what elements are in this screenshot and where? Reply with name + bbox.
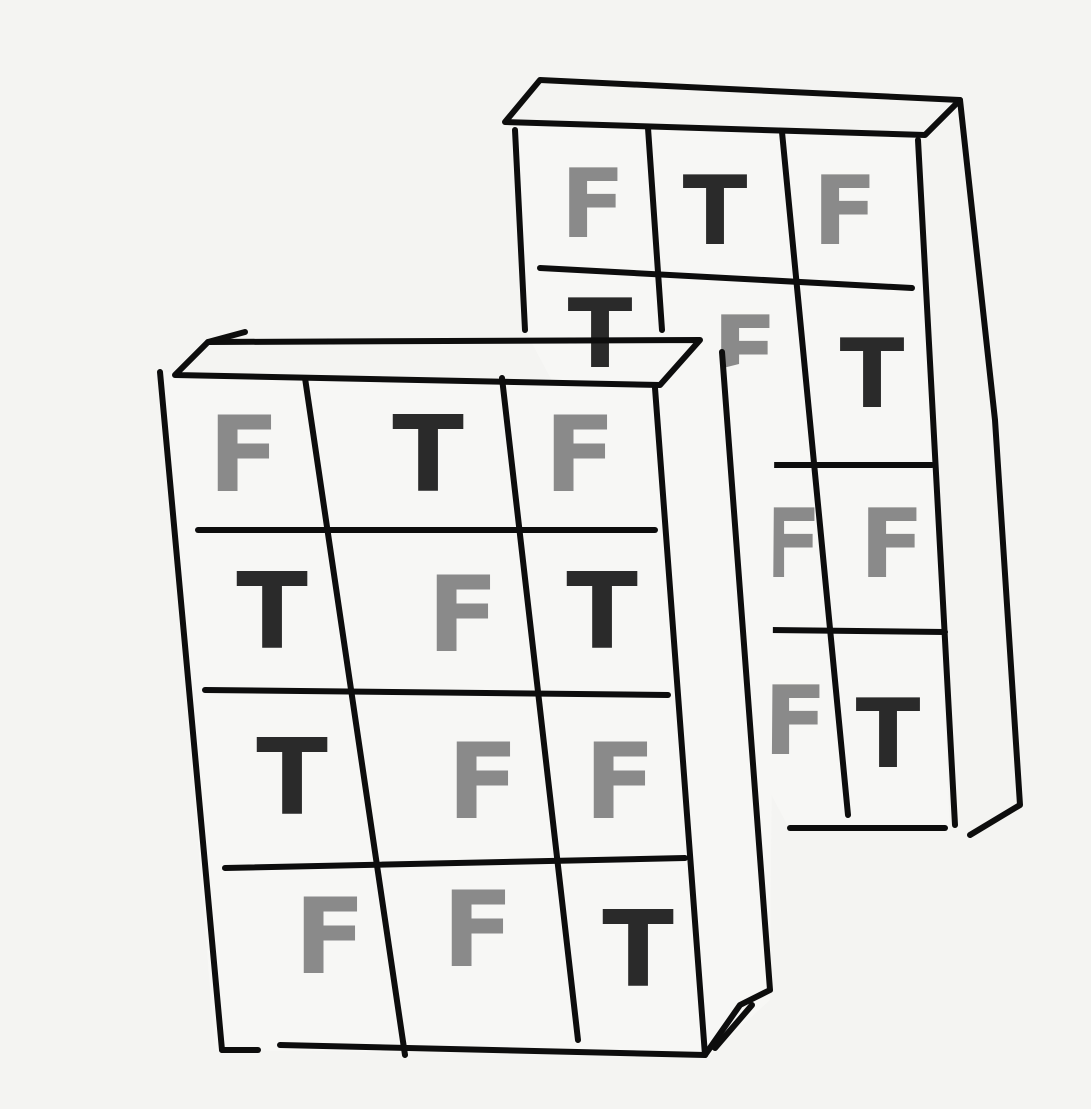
front-cell-r3-c3: F <box>584 721 656 843</box>
front-grid-bottom-edge <box>277 1042 708 1058</box>
front-cell-r4-c3: T <box>602 889 674 1011</box>
front-grid-col-line-1 <box>302 375 408 1058</box>
back-cell-r1-c3: F <box>813 157 878 267</box>
back-cell-r4-c2: F <box>763 667 828 777</box>
front-grid-right-edge <box>652 385 708 1058</box>
front-cell-r2-c3: T <box>566 551 638 673</box>
front-box-top-mark <box>205 329 248 345</box>
back-cell-r1-c2: T <box>683 157 748 267</box>
back-cell-r2-c3: T <box>840 320 905 430</box>
back-cell-r3-c3: F <box>860 490 925 600</box>
back-grid-right-edge <box>915 137 958 828</box>
back-grid-row-line-1 <box>537 265 915 291</box>
back-box-side <box>957 97 1023 838</box>
front-cell-r3-c2: F <box>447 721 519 843</box>
front-cell-r4-c1: F <box>294 876 366 998</box>
front-box-top <box>172 337 703 388</box>
back-grid-left-edge <box>512 127 528 333</box>
front-grid-left-edge <box>157 369 225 1053</box>
back-cell-r1-c1: F <box>561 150 626 260</box>
front-grid-col-line-2 <box>499 375 581 1043</box>
back-cell-r2-c1: T <box>568 280 633 390</box>
back-grid-row-line-3 <box>767 627 948 635</box>
front-cell-r1-c1: F <box>208 394 280 516</box>
front-grid-row-line-2 <box>202 687 671 698</box>
front-cell-r3-c1: T <box>256 717 328 839</box>
front-cell-r1-c3: F <box>544 394 616 516</box>
front-box-side <box>702 349 773 1058</box>
back-grid-col-line-1 <box>645 125 665 333</box>
front-grid-row-line-3 <box>222 855 688 871</box>
front-cell-r1-c2: T <box>392 394 464 516</box>
back-grid-col-line-2 <box>779 129 851 818</box>
front-cell-r4-c2: F <box>442 869 514 991</box>
front-cell-r2-c1: T <box>236 551 308 673</box>
back-cell-r4-c3: T <box>856 680 921 790</box>
back-box-top <box>502 77 963 138</box>
front-box-corner-mark <box>712 1002 755 1051</box>
front-cell-r2-c2: F <box>427 554 499 676</box>
